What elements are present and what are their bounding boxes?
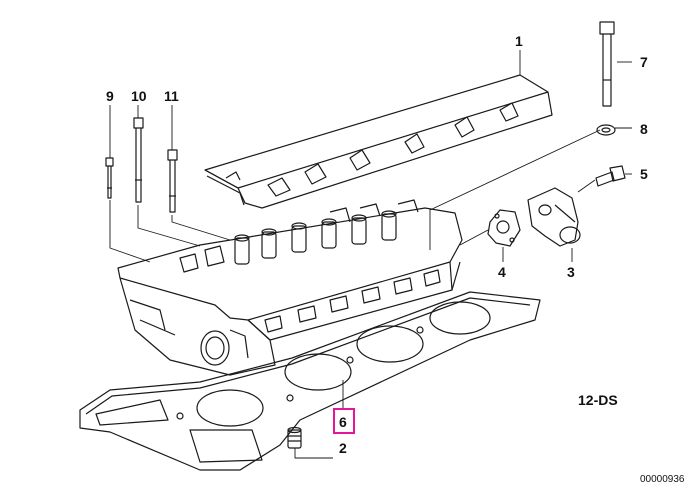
diagram-code: 12-DS	[578, 392, 618, 408]
long-bolt-7	[599, 21, 615, 107]
callout-5: 5	[640, 166, 648, 182]
image-id: 00000936	[640, 474, 685, 485]
head-cover-strip	[204, 74, 553, 209]
highlighted-callout-box	[333, 408, 355, 434]
bolt-5	[595, 165, 626, 187]
cylinder-head-block	[117, 199, 463, 376]
leader-lines	[109, 50, 632, 459]
callout-6: 6	[339, 414, 347, 430]
callout-11: 11	[164, 88, 179, 104]
callout-10: 10	[131, 88, 147, 104]
bolt-9	[105, 157, 114, 199]
callout-8: 8	[640, 121, 648, 137]
dowel-sleeve	[287, 426, 302, 449]
callout-2: 2	[339, 440, 347, 456]
bolt-10	[133, 117, 144, 203]
head-gasket	[79, 291, 541, 471]
bolt-11	[167, 149, 178, 213]
callout-3: 3	[567, 264, 575, 280]
callout-9: 9	[106, 88, 114, 104]
callout-1: 1	[515, 33, 523, 49]
callout-4: 4	[498, 264, 506, 280]
callout-7: 7	[640, 54, 648, 70]
washer-8	[596, 124, 616, 136]
gasket-4	[487, 209, 521, 247]
coolant-flange-3	[527, 187, 581, 247]
